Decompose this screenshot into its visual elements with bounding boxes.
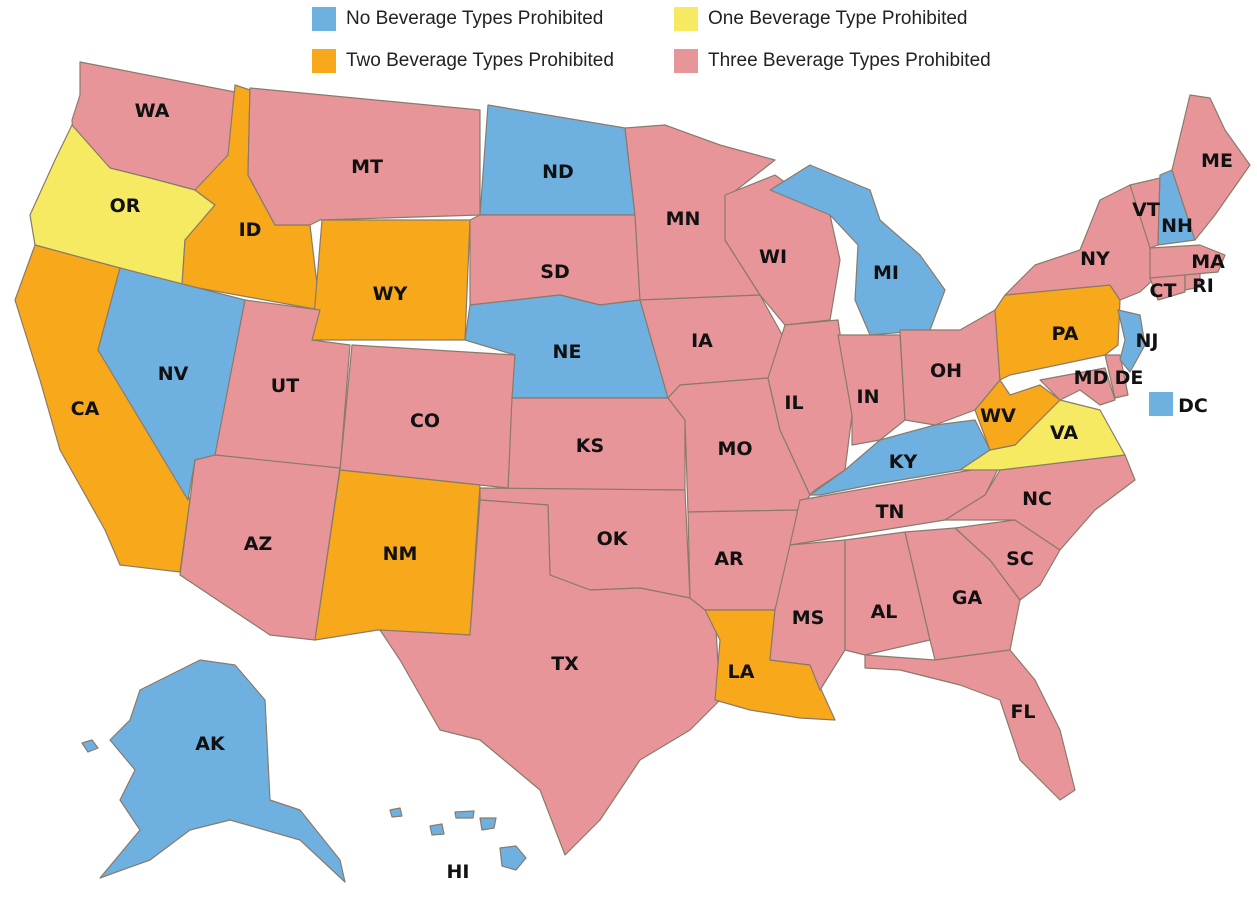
label-ri: RI	[1192, 275, 1214, 297]
label-or: OR	[110, 195, 141, 217]
label-nd: ND	[542, 161, 574, 183]
label-fl: FL	[1010, 701, 1035, 723]
label-me: ME	[1201, 150, 1233, 172]
state-ma	[1149, 244, 1226, 279]
label-nj: NJ	[1136, 330, 1159, 352]
state-nc	[944, 454, 1136, 551]
legend-item-one: One Beverage Type Prohibited	[674, 6, 968, 32]
label-mo: MO	[717, 438, 752, 460]
label-dc: DC	[1178, 395, 1208, 417]
legend-label-three: Three Beverage Types Prohibited	[708, 50, 991, 71]
legend-label-one: One Beverage Type Prohibited	[708, 8, 968, 29]
legend-swatch-two	[312, 49, 336, 73]
state-mi	[769, 164, 946, 336]
label-nm: NM	[383, 543, 418, 565]
label-al: AL	[871, 601, 898, 623]
legend-swatch-none	[312, 7, 336, 31]
label-ma: MA	[1191, 251, 1225, 273]
label-ca: CA	[71, 398, 100, 420]
legend-item-two: Two Beverage Types Prohibited	[312, 48, 614, 74]
legend-item-none: No Beverage Types Prohibited	[312, 6, 603, 32]
state-tx	[379, 499, 721, 856]
state-hi-molokai	[454, 810, 475, 819]
state-labels: WA OR CA ID NV MT WY UT AZ CO NM ND SD N…	[71, 100, 1233, 883]
label-wy: WY	[373, 283, 408, 305]
state-md	[1039, 367, 1116, 406]
state-hi-oahu	[429, 823, 445, 836]
label-mi: MI	[873, 262, 899, 284]
label-pa: PA	[1052, 323, 1079, 345]
state-nd	[479, 104, 636, 216]
label-ia: IA	[691, 330, 713, 352]
state-hi-kauai	[389, 807, 403, 818]
state-wy	[311, 219, 471, 341]
label-ga: GA	[952, 587, 983, 609]
legend-swatch-one	[674, 7, 698, 31]
state-al	[844, 531, 931, 656]
label-co: CO	[410, 410, 440, 432]
label-nc: NC	[1022, 488, 1052, 510]
label-in: IN	[857, 386, 880, 408]
state-dc-marker	[1149, 392, 1173, 416]
state-hi-maui	[479, 817, 497, 831]
label-sc: SC	[1006, 548, 1034, 570]
state-ak-island	[81, 739, 99, 753]
label-tx: TX	[551, 653, 579, 675]
state-me	[1171, 94, 1251, 241]
label-ct: CT	[1150, 280, 1177, 302]
state-fl	[864, 649, 1076, 801]
label-az: AZ	[244, 533, 272, 555]
label-ks: KS	[576, 435, 604, 457]
label-ny: NY	[1080, 248, 1110, 270]
label-md: MD	[1074, 367, 1109, 389]
label-ms: MS	[792, 607, 825, 629]
label-vt: VT	[1132, 199, 1160, 221]
label-ak: AK	[195, 733, 226, 755]
label-il: IL	[784, 392, 803, 414]
legend-label-none: No Beverage Types Prohibited	[346, 8, 604, 29]
label-ne: NE	[553, 341, 582, 363]
legend-item-three: Three Beverage Types Prohibited	[674, 48, 991, 74]
label-ok: OK	[597, 528, 629, 550]
label-ut: UT	[271, 375, 299, 397]
legend-swatch-three	[674, 49, 698, 73]
label-wv: WV	[980, 405, 1016, 427]
label-ar: AR	[714, 548, 744, 570]
label-oh: OH	[930, 360, 962, 382]
state-sd	[469, 214, 641, 306]
label-sd: SD	[540, 261, 569, 283]
label-id: ID	[239, 219, 262, 241]
label-nh: NH	[1161, 215, 1193, 237]
label-mn: MN	[666, 208, 701, 230]
label-hi: HI	[447, 861, 470, 883]
state-ak	[99, 659, 346, 883]
legend: No Beverage Types Prohibited One Beverag…	[312, 6, 1052, 74]
state-nj	[1117, 309, 1146, 373]
label-nv: NV	[158, 363, 189, 385]
state-mt	[247, 87, 481, 226]
label-de: DE	[1115, 367, 1144, 389]
state-ky	[809, 419, 991, 496]
label-la: LA	[728, 661, 755, 683]
label-ky: KY	[889, 451, 918, 473]
label-mt: MT	[351, 156, 383, 178]
legend-label-two: Two Beverage Types Prohibited	[346, 50, 614, 71]
label-wi: WI	[759, 246, 787, 268]
state-ks	[507, 397, 686, 491]
state-hi-big-island	[499, 845, 527, 871]
label-va: VA	[1050, 422, 1078, 444]
label-wa: WA	[135, 100, 170, 122]
label-tn: TN	[876, 501, 905, 523]
state-wv	[974, 379, 1061, 451]
state-de	[1104, 354, 1129, 399]
